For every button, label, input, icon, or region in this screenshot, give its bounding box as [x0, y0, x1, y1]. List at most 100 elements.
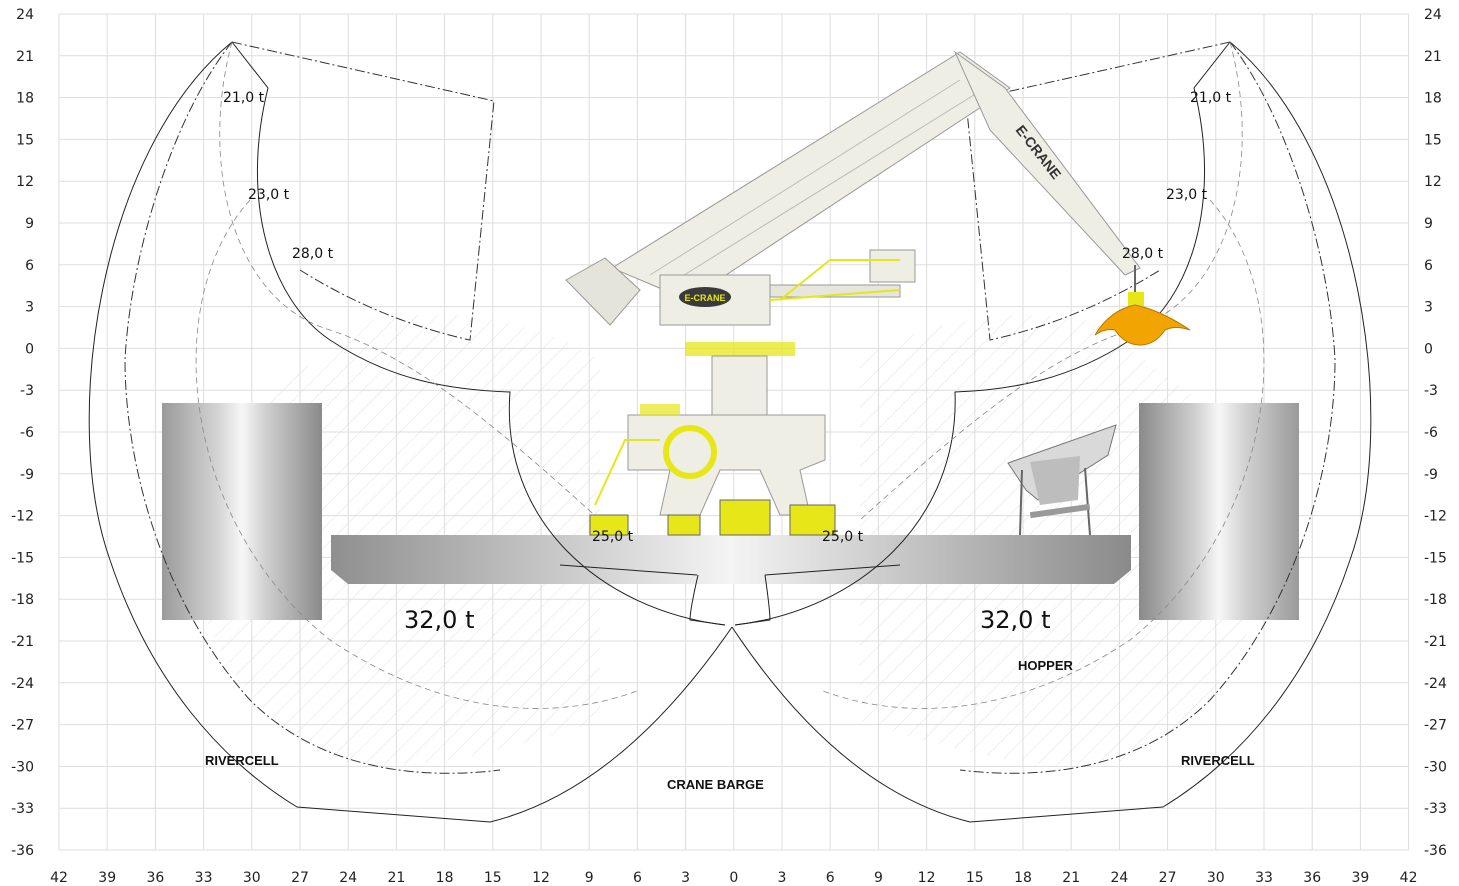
y-tick-label-left: 3	[25, 300, 34, 316]
x-tick-label: 21	[1062, 870, 1080, 886]
capacity-25t-left: 25,0 t	[592, 529, 634, 545]
operator-cabin	[869, 249, 916, 283]
y-tick-label-left: 24	[16, 7, 34, 23]
y-tick-label-right: 3	[1424, 300, 1433, 316]
x-tick-label: 15	[966, 870, 984, 886]
y-tick-label-left: -12	[11, 509, 34, 525]
y-axis-left-ticks: 24 21 18 15 12 9 6 3 0 -3 -6 -9 -12 -15 -18 -21 -24 -27 -3…	[11, 7, 34, 859]
y-tick-label-right: 24	[1424, 7, 1442, 23]
capacity-32t-left: 32,0 t	[404, 606, 474, 634]
bogie-3	[719, 499, 771, 536]
x-tick-label: 3	[778, 870, 787, 886]
y-tick-label-right: -27	[1424, 718, 1447, 734]
y-tick-label-left: -9	[20, 467, 34, 483]
x-tick-label: 6	[826, 870, 835, 886]
x-tick-label: 27	[291, 870, 309, 886]
y-tick-label-left: -24	[11, 676, 34, 692]
y-tick-label-right: -6	[1424, 425, 1438, 441]
rivercell-label-left: RIVERCELL	[205, 753, 279, 768]
crane-barge-label: CRANE BARGE	[667, 777, 764, 792]
bogie-4	[789, 504, 836, 536]
capacity-23t-left: 23,0 t	[248, 187, 290, 203]
y-tick-label-left: -15	[11, 550, 34, 566]
y-tick-label-left: 12	[16, 174, 34, 190]
x-tick-label: 39	[98, 870, 116, 886]
x-tick-label: 0	[729, 870, 738, 886]
capacity-21t-right: 21,0 t	[1190, 90, 1232, 106]
y-tick-label-right: -3	[1424, 383, 1438, 399]
x-tick-label: 42	[1400, 870, 1418, 886]
x-tick-label: 15	[484, 870, 502, 886]
x-tick-label: 27	[1159, 870, 1177, 886]
y-tick-label-left: -30	[11, 759, 34, 775]
y-tick-label-right: 6	[1424, 258, 1433, 274]
y-tick-label-left: 0	[25, 341, 34, 357]
y-tick-label-right: 12	[1424, 174, 1442, 190]
x-tick-label: 21	[387, 870, 405, 886]
crane-jib	[953, 50, 1141, 276]
x-tick-label: 30	[243, 870, 261, 886]
y-tick-label-left: 21	[16, 49, 34, 65]
capacity-23t-right: 23,0 t	[1166, 187, 1208, 203]
counterweight	[565, 257, 641, 326]
x-tick-label: 33	[1255, 870, 1273, 886]
x-tick-label: 18	[436, 870, 454, 886]
x-tick-label: 6	[633, 870, 642, 886]
y-tick-label-left: -6	[20, 425, 34, 441]
y-tick-label-right: -12	[1424, 509, 1447, 525]
y-tick-label-left: -33	[11, 801, 34, 817]
x-tick-label: 24	[339, 870, 357, 886]
y-tick-label-left: -3	[20, 383, 34, 399]
y-tick-label-right: 15	[1424, 132, 1442, 148]
y-tick-label-right: 0	[1424, 341, 1433, 357]
x-tick-label: 9	[874, 870, 883, 886]
y-tick-label-left: 15	[16, 132, 34, 148]
house-brand-text: E-CRANE	[684, 293, 725, 303]
hopper	[1007, 424, 1117, 536]
crane-boom	[610, 51, 1011, 301]
x-tick-label: 42	[50, 870, 68, 886]
bogie-1	[589, 514, 629, 536]
y-tick-label-right: -24	[1424, 676, 1447, 692]
y-tick-label-right: 21	[1424, 49, 1442, 65]
grab	[1094, 304, 1191, 346]
capacity-28t-left: 28,0 t	[292, 246, 334, 262]
rivercell-label-right: RIVERCELL	[1181, 753, 1255, 768]
y-tick-label-left: -27	[11, 718, 34, 734]
x-tick-label: 30	[1207, 870, 1225, 886]
x-tick-label: 9	[585, 870, 594, 886]
x-tick-label: 12	[532, 870, 550, 886]
rivercell-left-barge	[162, 403, 322, 620]
bogie-2	[667, 514, 701, 536]
y-tick-label-right: -9	[1424, 467, 1438, 483]
y-tick-label-right: 9	[1424, 216, 1433, 232]
x-tick-label: 36	[146, 870, 164, 886]
x-tick-label: 24	[1110, 870, 1128, 886]
x-tick-label: 36	[1303, 870, 1321, 886]
y-axis-right-ticks: 24211815129630-3-6-9-12-15-18-21-24-27-3…	[1424, 7, 1447, 859]
hopper-label: HOPPER	[1018, 658, 1074, 673]
x-tick-label: 12	[918, 870, 936, 886]
rivercell-right-barge	[1139, 403, 1299, 620]
capacity-21t-left: 21,0 t	[223, 90, 265, 106]
y-tick-label-right: -21	[1424, 634, 1447, 650]
capacity-25t-right: 25,0 t	[822, 529, 864, 545]
x-tick-label: 33	[195, 870, 213, 886]
y-tick-label-right: -15	[1424, 550, 1447, 566]
y-tick-label-right: -36	[1424, 843, 1447, 859]
y-tick-label-left: -21	[11, 634, 34, 650]
crane-barge	[331, 535, 1131, 584]
y-tick-label-right: -33	[1424, 801, 1447, 817]
capacity-32t-right: 32,0 t	[980, 606, 1050, 634]
y-tick-label-left: -18	[11, 592, 34, 608]
y-tick-label-left: 6	[25, 258, 34, 274]
y-tick-label-right: 18	[1424, 91, 1442, 107]
y-tick-label-left: 18	[16, 91, 34, 107]
capacity-28t-right: 28,0 t	[1122, 246, 1164, 262]
y-tick-label-left: 9	[25, 216, 34, 232]
reach-envelope-solid	[88, 41, 1372, 823]
x-tick-label: 18	[1014, 870, 1032, 886]
reach-envelope-dashdot	[124, 41, 1336, 774]
y-tick-label-left: -36	[11, 843, 34, 859]
